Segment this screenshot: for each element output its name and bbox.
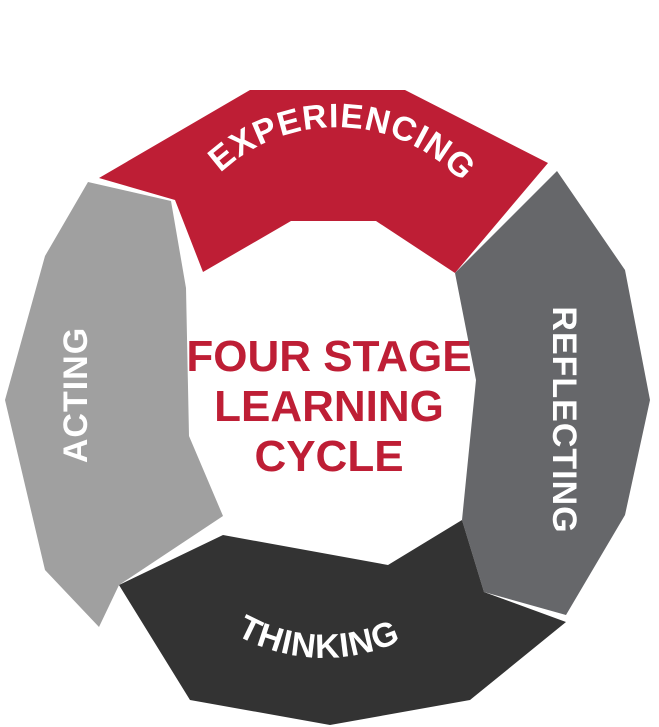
segment-experiencing — [99, 90, 548, 273]
center-title-line-2: LEARNING — [214, 382, 444, 431]
label-reflecting: REFLECTING — [545, 306, 583, 533]
segment-acting — [5, 182, 223, 627]
center-title-line-1: FOUR STAGE — [186, 332, 471, 381]
center-title-line-3: CYCLE — [254, 432, 403, 481]
segment-thinking — [119, 520, 566, 725]
segment-reflecting — [455, 171, 650, 615]
label-acting: ACTING — [57, 327, 95, 463]
